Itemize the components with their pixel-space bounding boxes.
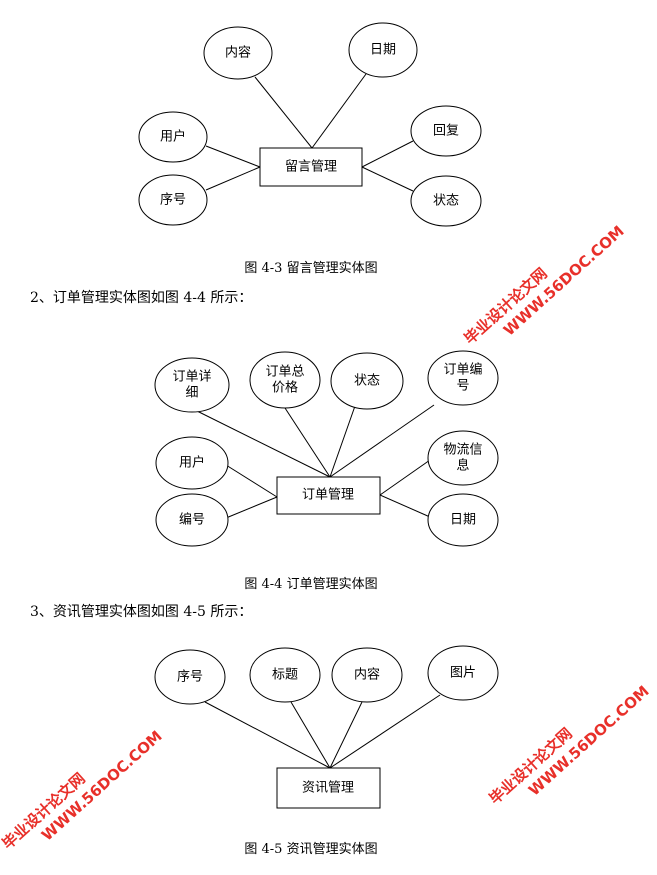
attribute-label: 订单总 [265, 365, 304, 380]
attribute-label: 日期 [370, 43, 396, 58]
entity-label: 留言管理 [285, 160, 337, 175]
paragraph: 2、订单管理实体图如图 4-4 所示： [30, 290, 252, 306]
attribute-ellipse [427, 493, 499, 547]
watermark: 毕业设计论文网 WWW.56DOC.COM [0, 727, 166, 853]
relation-line [196, 410, 331, 478]
attribute-label: 日期 [450, 513, 476, 528]
entity-label: 订单管理 [302, 488, 354, 503]
relation-line [284, 407, 331, 478]
relation-line [379, 459, 431, 496]
attribute-ellipse [203, 26, 273, 80]
attribute-label: 图片 [450, 666, 476, 681]
attribute-label: 用户 [160, 129, 186, 145]
paragraph: 3、资讯管理实体图如图 4-5 所示： [30, 604, 252, 620]
attribute-ellipse [427, 645, 499, 701]
attribute-ellipse [348, 22, 418, 78]
relation-line [290, 701, 331, 769]
entity-label: 资讯管理 [302, 781, 354, 796]
attribute-label: 息 [456, 458, 469, 474]
attribute-label: 序号 [177, 670, 203, 685]
figure-caption: 图 4-3 留言管理实体图 [244, 261, 377, 276]
attribute-ellipse [410, 105, 482, 157]
attribute-label: 号 [456, 379, 469, 394]
attribute-label: 用户 [179, 455, 205, 471]
attribute-label: 编号 [179, 513, 205, 528]
relation-line [329, 405, 356, 478]
figure-caption: 图 4-4 订单管理实体图 [244, 577, 377, 592]
relation-line [205, 145, 261, 168]
relation-line [254, 76, 313, 149]
attribute-label: 内容 [354, 667, 380, 683]
relation-line [379, 494, 431, 518]
attribute-ellipse [427, 350, 499, 406]
attribute-ellipse [154, 357, 230, 413]
er-diagram-news-management: 序号 标题 内容 图片 资讯管理 [154, 645, 499, 809]
attribute-ellipse [249, 647, 321, 703]
watermark: 毕业设计论文网 WWW.56DOC.COM [461, 222, 628, 348]
attribute-label: 回复 [433, 124, 459, 139]
relation-line [225, 496, 278, 519]
entity-box [276, 476, 381, 515]
relation-line [311, 73, 367, 149]
relation-line [225, 464, 278, 498]
attribute-label: 标题 [272, 668, 298, 683]
relation-line [329, 701, 363, 769]
attribute-label: 物流信 [443, 443, 482, 458]
attribute-ellipse [138, 174, 208, 226]
relation-line [329, 694, 441, 769]
attribute-ellipse [154, 649, 226, 705]
relation-line [204, 701, 331, 769]
attribute-ellipse [155, 493, 229, 547]
attribute-ellipse [138, 111, 208, 163]
attribute-label: 价格 [272, 380, 298, 396]
attribute-label: 状态 [433, 194, 459, 209]
attribute-label: 订单编 [443, 363, 482, 378]
er-diagram-message-management: 内容 日期 用户 回复 序号 状态 留言管理 [138, 22, 482, 227]
relation-line [361, 166, 414, 192]
attribute-label: 状态 [354, 374, 380, 389]
entity-box [276, 767, 381, 809]
relation-line [329, 404, 435, 478]
attribute-label: 内容 [225, 45, 251, 61]
attribute-label: 细 [185, 386, 198, 401]
relation-line [205, 166, 261, 191]
attribute-label: 序号 [160, 193, 186, 208]
entity-box [259, 147, 363, 187]
figure-caption: 图 4-5 资讯管理实体图 [244, 842, 377, 857]
attribute-ellipse [330, 352, 404, 410]
attribute-ellipse [410, 175, 482, 227]
watermark: 毕业设计论文网 WWW.56DOC.COM [486, 682, 653, 808]
attribute-ellipse [249, 351, 321, 409]
er-diagram-order-management: 订单详 细 订单总 价格 状态 订单编 号 用户 编号 物流信 息 日期 订单管… [154, 350, 499, 547]
relation-line [361, 140, 414, 168]
attribute-ellipse [331, 647, 403, 703]
attribute-label: 订单详 [172, 370, 211, 385]
attribute-ellipse [427, 430, 499, 486]
attribute-ellipse [155, 436, 229, 490]
